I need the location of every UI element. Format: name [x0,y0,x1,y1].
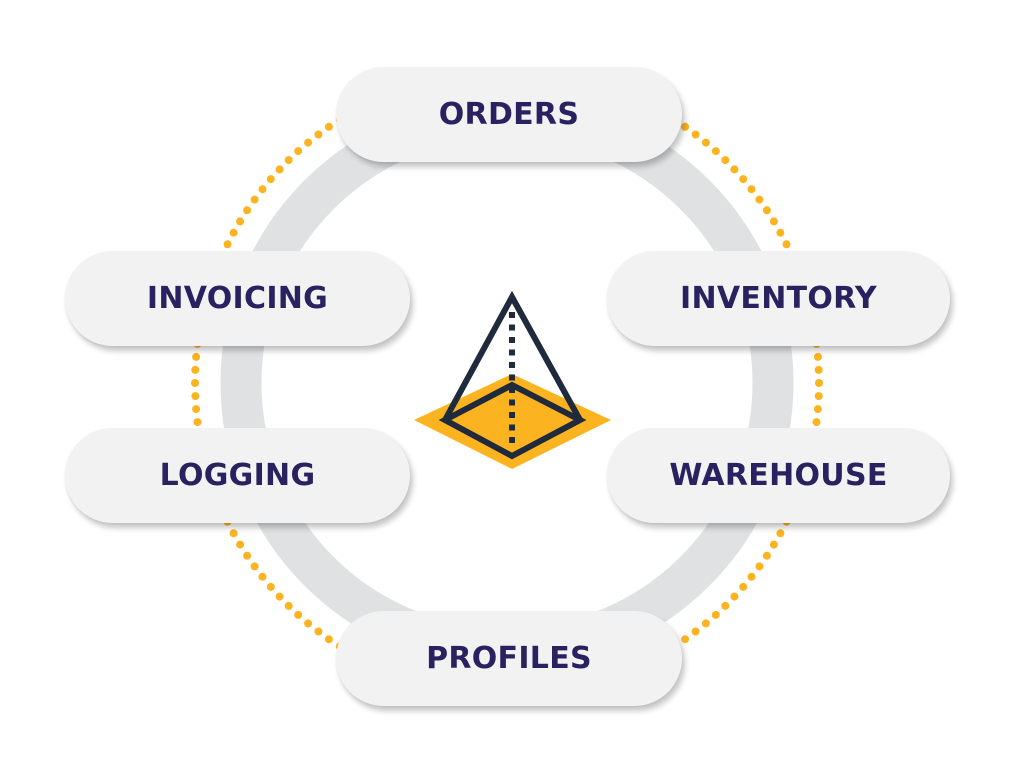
dotted-arc-dot [324,122,333,131]
dotted-arc-dot [266,582,275,591]
dotted-arc-dot [192,352,201,361]
dotted-arc-dot [782,240,791,249]
dotted-arc-dot [229,228,238,237]
dotted-arc-dot [236,217,245,226]
dotted-arc-dot [314,130,323,139]
dotted-arc-dot [711,147,720,156]
node-label: ORDERS [438,97,580,132]
node-warehouse[interactable]: WAREHOUSE [607,428,950,523]
dotted-arc-dot [284,156,293,165]
dotted-arc-dot [813,352,822,361]
dotted-arc-dot [769,217,778,226]
dotted-arc-dot [739,175,748,184]
dotted-arc-dot [284,601,293,610]
dotted-arc-dot [776,529,785,538]
dotted-arc-dot [691,627,700,636]
dotted-arc-dot [776,228,785,237]
dotted-arc-dot [814,365,823,374]
dotted-arc-dot [711,610,720,619]
pyramid-sides [442,290,583,422]
dotted-arc-dot [721,601,730,610]
dotted-arc-dot [192,405,201,414]
dotted-arc-dot [762,206,771,215]
node-invoicing[interactable]: INVOICING [65,251,410,346]
dotted-arc-dot [815,379,823,387]
dotted-arc-dot [275,592,284,601]
dotted-arc-dot [191,379,199,387]
dotted-arc-dot [762,551,771,560]
dotted-arc-dot [304,619,313,628]
pyramid-icon [414,290,611,469]
dotted-arc-dot [314,627,323,636]
dotted-arc-dot [755,562,764,571]
dotted-arc-dot [681,635,690,644]
dotted-arc-dot [250,195,259,204]
dotted-arc-dot [739,582,748,591]
dotted-arc-dot [681,122,690,131]
node-label: INVOICING [146,281,329,316]
node-label: LOGGING [159,458,316,493]
node-label: WAREHOUSE [669,458,888,493]
dotted-arc-dot [747,572,756,581]
dotted-arc-dot [324,635,333,644]
dotted-arc-dot [258,572,267,581]
node-logging[interactable]: LOGGING [65,428,410,523]
node-profiles[interactable]: PROFILES [336,611,682,706]
dotted-arc-dot [229,529,238,538]
dotted-arc-dot [243,551,252,560]
dotted-arc-dot [813,405,822,414]
node-orders[interactable]: ORDERS [336,67,682,162]
dotted-arc-dot [250,562,259,571]
dotted-arc-dot [243,206,252,215]
dotted-arc-dot [191,365,200,374]
dotted-arc-dot [193,418,202,427]
dotted-arc-dot [294,147,303,156]
dotted-arc-dot [721,156,730,165]
dotted-arc-dot [747,185,756,194]
dotted-arc-dot [701,619,710,628]
dotted-arc-dot [258,185,267,194]
dotted-arc-dot [769,540,778,549]
dotted-arc-dot [701,138,710,147]
dotted-arc-dot [223,240,232,249]
node-inventory[interactable]: INVENTORY [607,251,950,346]
dotted-arc-dot [755,195,764,204]
dotted-arc-dot [236,540,245,549]
dotted-arc-dot [266,175,275,184]
node-label: PROFILES [426,641,592,676]
dotted-arc-dot [691,130,700,139]
dotted-arc-dot [304,138,313,147]
dotted-arc-dot [730,165,739,174]
dotted-arc-dot [730,592,739,601]
node-label: INVENTORY [680,281,877,316]
dotted-arc-dot [294,610,303,619]
dotted-arc-dot [812,418,821,427]
pyramid-base-shadow [414,374,611,469]
dotted-arc-dot [814,392,823,401]
dotted-arc-dot [191,392,200,401]
dotted-arc-dot [275,165,284,174]
